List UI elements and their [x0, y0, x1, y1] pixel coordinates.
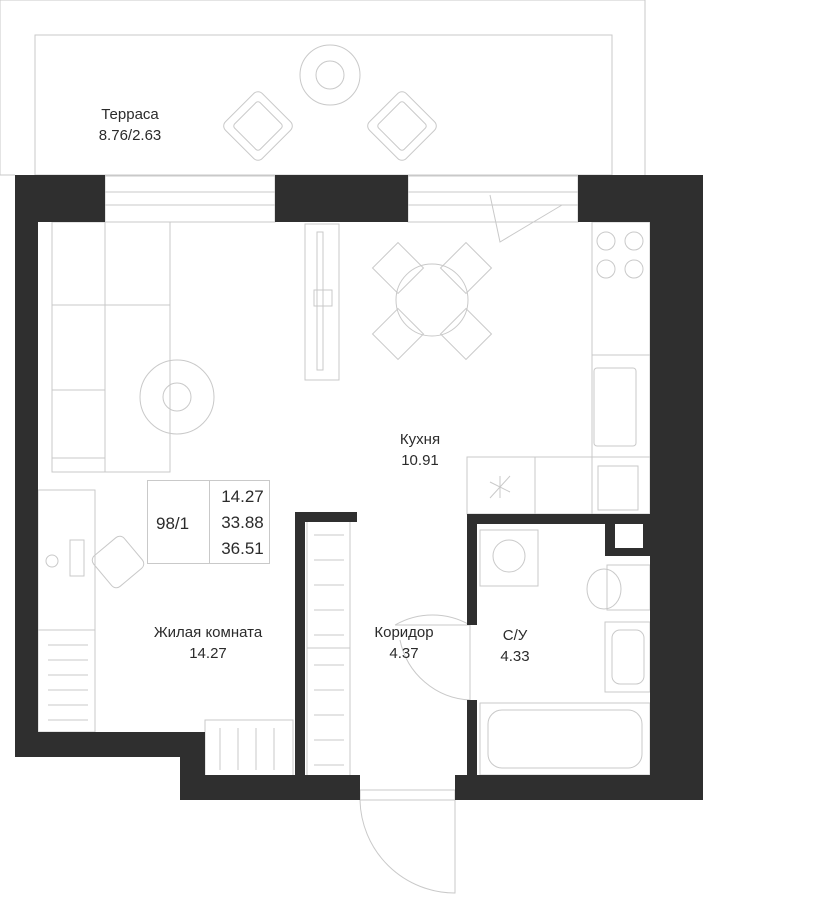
wall-left	[15, 175, 38, 757]
wall-bottom-right	[455, 775, 703, 800]
window-left	[104, 175, 276, 223]
terrace-chair-left	[223, 91, 293, 161]
terrace-table	[299, 44, 361, 106]
apartment-living-area: 14.27	[221, 487, 264, 506]
sideboard	[204, 719, 294, 777]
apartment-total-with-terrace: 36.51	[221, 539, 264, 558]
wall-right	[650, 175, 703, 800]
apartment-total-area: 33.88	[221, 513, 264, 532]
balcony-door-swing	[489, 194, 563, 243]
partition-bath-top	[467, 514, 650, 524]
corridor-label: Коридор 4.37	[364, 622, 444, 664]
terrace-outline	[0, 0, 646, 175]
wall-top-left	[15, 175, 105, 222]
terrace-label: Терраса 8.76/2.63	[78, 104, 182, 146]
washing-machine	[479, 529, 539, 587]
kitchen-area: 10.91	[401, 452, 439, 469]
apartment-info-box: 98/1 14.27 33.88 36.51	[147, 480, 270, 564]
corridor-area: 4.37	[389, 645, 419, 662]
bathroom-label: С/У 4.33	[487, 625, 543, 667]
wall-bottom-mid	[180, 775, 360, 800]
kitchen-label: Кухня 10.91	[380, 429, 460, 471]
rug	[139, 359, 215, 435]
bathroom-name: С/У	[502, 627, 528, 644]
bathroom-area: 4.33	[500, 648, 530, 665]
apartment-number: 98/1	[156, 514, 190, 533]
tv-stand	[304, 223, 340, 381]
corridor-door	[394, 614, 471, 626]
living-area: 14.27	[189, 645, 227, 662]
sofa	[51, 221, 171, 473]
living-label: Жилая комната 14.27	[135, 622, 281, 664]
corridor-name: Коридор	[374, 624, 434, 641]
apartment-areas: 14.27 33.88 36.51	[215, 484, 270, 562]
terrace-name: Терраса	[101, 106, 159, 123]
window-right	[407, 175, 579, 223]
dining-table	[395, 263, 469, 337]
wall-top-mid	[275, 175, 408, 222]
wall-bottom-left	[15, 732, 205, 757]
terrace-area: 8.76/2.63	[98, 127, 162, 144]
apartment-box-frame	[147, 480, 270, 564]
partition-bath-left	[467, 514, 477, 625]
kitchen-name: Кухня	[399, 431, 441, 448]
bathtub	[479, 702, 651, 776]
entrance-door	[359, 799, 456, 894]
terrace-chair-right	[367, 91, 437, 161]
partition-hall	[295, 512, 357, 522]
living-name: Жилая комната	[153, 624, 263, 641]
